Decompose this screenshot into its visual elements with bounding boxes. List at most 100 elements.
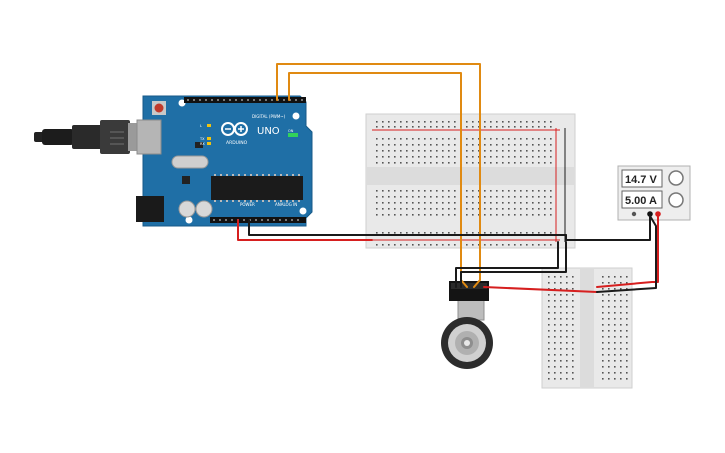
breadboard-hole <box>424 202 426 204</box>
breadboard-hole <box>466 202 468 204</box>
breadboard-hole <box>520 190 522 192</box>
breadboard-hole <box>436 208 438 210</box>
breadboard-hole <box>608 288 610 290</box>
psu-black-wire[interactable] <box>596 215 657 293</box>
breadboard-hole <box>430 190 432 192</box>
breadboard-hole <box>514 202 516 204</box>
header-pin <box>301 99 303 101</box>
breadboard-hole <box>484 144 486 146</box>
header-pin <box>235 99 237 101</box>
chip-pin <box>298 200 300 202</box>
breadboard-hole <box>572 288 574 290</box>
encoder-connector[interactable] <box>449 281 489 301</box>
breadboard-hole <box>454 150 456 152</box>
breadboard-hole <box>608 348 610 350</box>
breadboard-hole <box>608 360 610 362</box>
breadboard-hole <box>548 324 550 326</box>
power-analog-header[interactable] <box>210 217 306 223</box>
breadboard-hole <box>554 306 556 308</box>
breadboard-hole <box>566 306 568 308</box>
breadboard-hole <box>614 318 616 320</box>
breadboard-hole <box>526 121 528 123</box>
breadboard-hole <box>466 214 468 216</box>
arduino-uno-board[interactable]: ARDUINO UNO DIGITAL (PWM~) POWER ANALOG … <box>136 95 313 227</box>
power-supply[interactable]: 14.7 V 5.00 A <box>617 165 691 221</box>
breadboard-hole <box>382 121 384 123</box>
breadboard-hole <box>484 150 486 152</box>
black-gnd-wire[interactable] <box>248 219 567 236</box>
breadboard-hole <box>400 162 402 164</box>
breadboard-hole <box>394 121 396 123</box>
breadboard-hole <box>466 121 468 123</box>
red-5v-wire[interactable] <box>237 219 373 241</box>
breadboard-main[interactable] <box>365 113 576 249</box>
breadboard-hole <box>424 208 426 210</box>
breadboard-hole <box>608 330 610 332</box>
breadboard-hole <box>454 196 456 198</box>
breadboard-hole <box>554 318 556 320</box>
breadboard-hole <box>376 244 378 246</box>
breadboard-hole <box>554 276 556 278</box>
breadboard-hole <box>466 138 468 140</box>
breadboard-hole <box>614 306 616 308</box>
header-pin <box>211 99 213 101</box>
breadboard-hole <box>560 336 562 338</box>
negative-terminal[interactable] <box>647 211 653 217</box>
breadboard-small[interactable] <box>541 267 633 389</box>
breadboard-hole <box>520 196 522 198</box>
breadboard-hole <box>448 162 450 164</box>
breadboard-hole <box>550 208 552 210</box>
positive-terminal[interactable] <box>655 211 661 217</box>
breadboard-hole <box>560 360 562 362</box>
encoder-wire-b[interactable] <box>460 241 567 288</box>
breadboard-hole <box>620 318 622 320</box>
breadboard-hole <box>550 144 552 146</box>
breadboard-hole <box>406 156 408 158</box>
breadboard-hole <box>406 126 408 128</box>
orange-wire-1[interactable] <box>276 63 481 288</box>
breadboard-hole <box>484 190 486 192</box>
breadboard-hole <box>412 156 414 158</box>
breadboard-hole <box>608 294 610 296</box>
orange-wire-2[interactable] <box>288 72 468 288</box>
breadboard-hole <box>566 294 568 296</box>
breadboard-hole <box>602 294 604 296</box>
encoder-wire-a[interactable] <box>455 241 559 288</box>
breadboard-hole <box>448 244 450 246</box>
breadboard-hole <box>496 138 498 140</box>
breadboard-hole <box>566 366 568 368</box>
chip-pin <box>256 200 258 202</box>
breadboard-hole <box>572 354 574 356</box>
breadboard-hole <box>478 138 480 140</box>
chip-pin <box>214 200 216 202</box>
digital-header[interactable] <box>184 97 306 103</box>
encoder-red-wire[interactable] <box>483 286 598 293</box>
breadboard-hole <box>430 121 432 123</box>
breadboard-hole <box>466 126 468 128</box>
breadboard-hole <box>400 208 402 210</box>
breadboard-hole <box>626 378 628 380</box>
breadboard-hole <box>418 126 420 128</box>
breadboard-hole <box>526 214 528 216</box>
breadboard-hole <box>472 202 474 204</box>
ground-terminal[interactable] <box>631 211 637 217</box>
voltage-knob-icon[interactable] <box>668 170 684 186</box>
header-pin <box>223 99 225 101</box>
breadboard-hole <box>466 150 468 152</box>
header-pin <box>241 99 243 101</box>
current-knob-icon[interactable] <box>668 192 684 208</box>
breadboard-hole <box>608 354 610 356</box>
breadboard-hole <box>412 244 414 246</box>
usb-cable <box>34 120 150 154</box>
breadboard-hole <box>626 366 628 368</box>
breadboard-hole <box>400 232 402 234</box>
breadboard-hole <box>626 372 628 374</box>
motor-encoder[interactable] <box>441 299 493 369</box>
breadboard-hole <box>560 348 562 350</box>
black-psu-wire[interactable] <box>565 215 651 241</box>
breadboard-hole <box>532 214 534 216</box>
breadboard-hole <box>602 324 604 326</box>
breadboard-hole <box>406 244 408 246</box>
breadboard-hole <box>620 312 622 314</box>
breadboard-hole <box>566 372 568 374</box>
